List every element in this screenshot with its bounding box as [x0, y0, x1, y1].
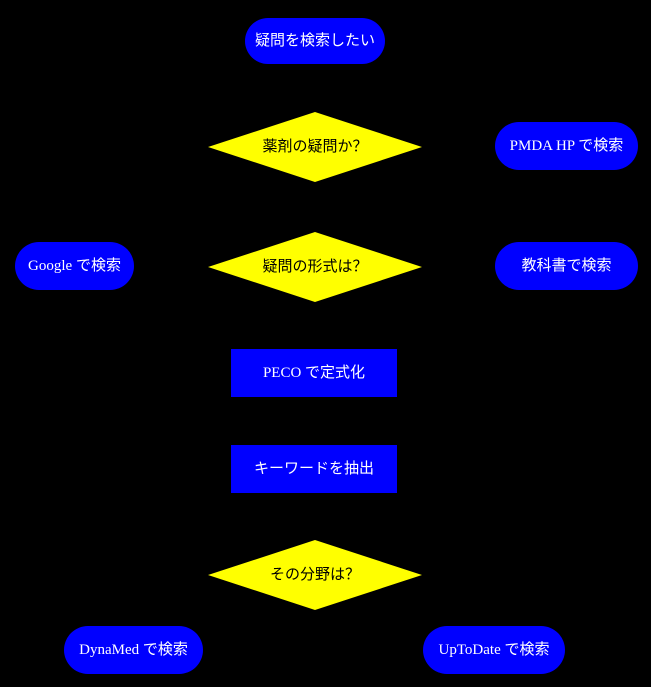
node-label: PECO で定式化 — [262, 364, 366, 381]
node-start[interactable]: 疑問を検索したい — [245, 18, 385, 64]
node-process-peco[interactable]: PECO で定式化 — [231, 349, 397, 397]
node-search-pmda[interactable]: PMDA HP で検索 — [495, 122, 638, 170]
node-label: 教科書で検索 — [521, 257, 612, 274]
node-label: UpToDate で検索 — [438, 641, 550, 658]
node-label: 薬剤の疑問か？ — [262, 138, 368, 155]
node-label: 疑問の形式は？ — [262, 258, 368, 275]
node-label: DynaMed で検索 — [79, 641, 188, 658]
node-label: 疑問を検索したい — [254, 32, 375, 49]
node-decision-field[interactable]: その分野は？ — [208, 540, 422, 610]
node-decision-question-form[interactable]: 疑問の形式は？ — [208, 232, 422, 302]
node-label: その分野は？ — [269, 566, 360, 583]
node-decision-drug-question[interactable]: 薬剤の疑問か？ — [208, 112, 422, 182]
node-search-textbook[interactable]: 教科書で検索 — [495, 242, 638, 290]
node-search-google[interactable]: Google で検索 — [15, 242, 134, 290]
node-search-dynamed[interactable]: DynaMed で検索 — [64, 626, 203, 674]
node-label: キーワードを抽出 — [253, 460, 374, 477]
node-label: PMDA HP で検索 — [509, 137, 624, 154]
node-search-uptodate[interactable]: UpToDate で検索 — [423, 626, 565, 674]
node-label: Google で検索 — [28, 257, 121, 274]
node-process-extract-keywords[interactable]: キーワードを抽出 — [231, 445, 397, 493]
